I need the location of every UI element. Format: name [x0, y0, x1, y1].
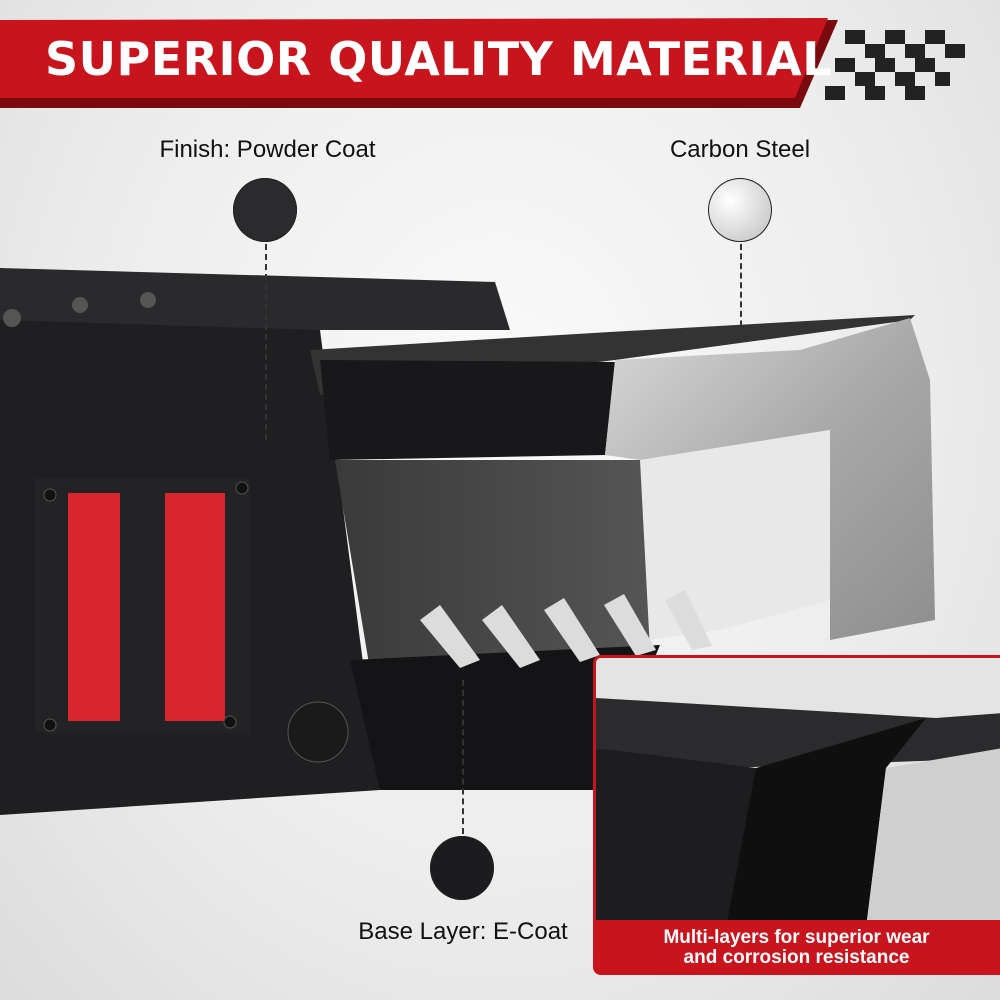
carbon-steel-swatch-icon [708, 178, 772, 242]
detail-caption: Multi-layers for superior wear and corro… [593, 920, 1000, 975]
detail-closeup [596, 658, 1000, 972]
finish-label: Finish: Powder Coat [159, 136, 376, 163]
caption-line-2: and corrosion resistance [683, 947, 910, 968]
steel-label: Carbon Steel [669, 136, 811, 163]
steel-leader-line [740, 244, 742, 336]
checkered-flag-icon [825, 30, 965, 100]
banner-title: SUPERIOR QUALITY MATERIAL [45, 32, 833, 86]
reflector-left [68, 493, 120, 721]
finish-leader-line [265, 244, 267, 440]
reflector-right [165, 493, 225, 721]
caption-line-1: Multi-layers for superior wear [663, 927, 930, 948]
powder-coat-swatch-icon [233, 178, 297, 242]
base-label: Base Layer: E-Coat [358, 918, 568, 945]
e-coat-swatch-icon [430, 836, 494, 900]
base-leader-line [462, 680, 464, 834]
